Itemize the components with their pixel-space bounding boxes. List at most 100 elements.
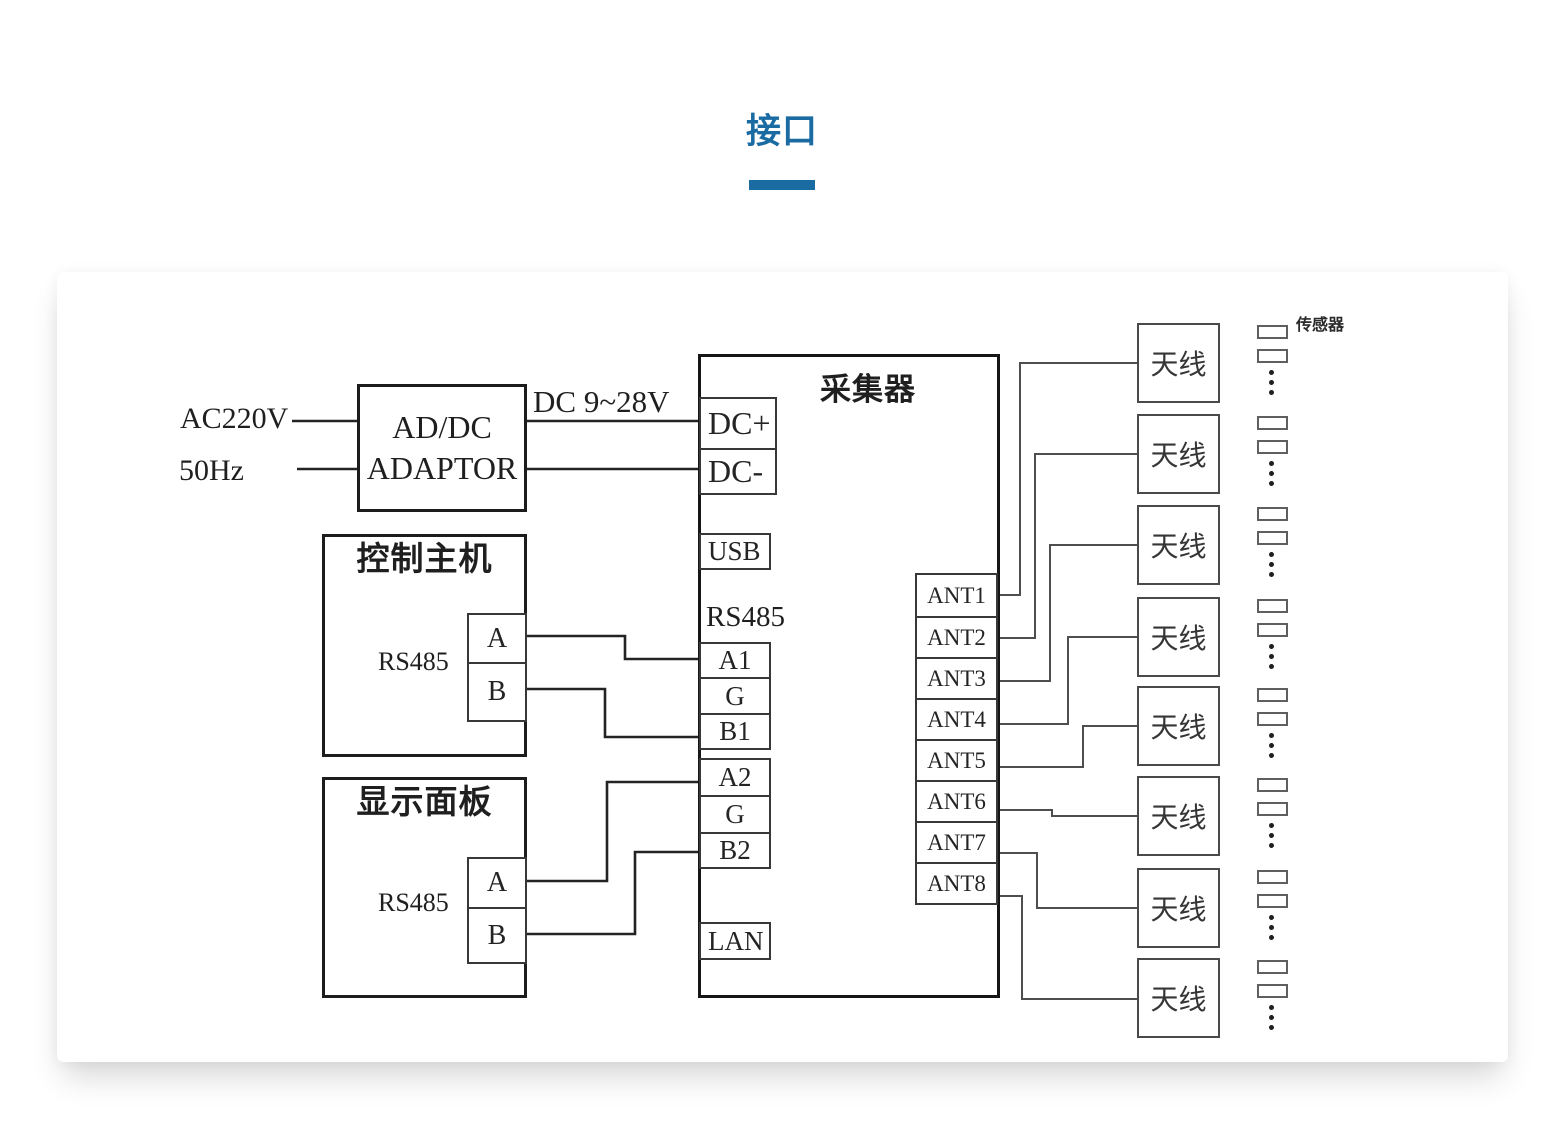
antenna-box: 天线: [1137, 597, 1220, 677]
sensor-ellipsis-dot: [1269, 925, 1274, 930]
sensor-ellipsis: [1269, 461, 1274, 487]
display-panel-rs485-label: RS485: [378, 888, 449, 917]
rs485-port-group2-cell: B2: [699, 832, 771, 869]
sensor-rect: [1257, 325, 1288, 339]
rs485-port-group2-cell: A2: [699, 758, 771, 797]
sensor-ellipsis-dot: [1269, 644, 1274, 649]
diagram-card: [57, 272, 1508, 1062]
ant-port-column-cell: ANT4: [915, 698, 998, 741]
sensor-ellipsis-dot: [1269, 1025, 1274, 1030]
ant-port-column-cell: ANT5: [915, 739, 998, 782]
sensor-rect: [1257, 416, 1288, 430]
rs485-port-group2-cell: G: [699, 795, 771, 834]
ant-port-column-cell: ANT1: [915, 573, 998, 618]
sensor-ellipsis-dot: [1269, 915, 1274, 920]
title-underline: [749, 180, 815, 190]
sensor-ellipsis-dot: [1269, 471, 1274, 476]
ac-voltage-label: AC220V: [180, 402, 289, 435]
sensor-rect: [1257, 440, 1288, 454]
sensor-ellipsis-dot: [1269, 733, 1274, 738]
antenna-label: 天线: [1150, 803, 1207, 834]
antenna-label: 天线: [1150, 532, 1207, 563]
dc-port-group: DC+DC-: [699, 397, 777, 495]
sensor-rect: [1257, 984, 1288, 998]
rs485-port-group1-cell: G: [699, 677, 771, 715]
sensor-rect: [1257, 349, 1288, 363]
ant-port-column-cell: ANT7: [915, 821, 998, 864]
antenna-label: 天线: [1150, 895, 1207, 926]
lan-port: LAN: [699, 922, 771, 960]
ant-port-column-cell: ANT3: [915, 657, 998, 700]
frequency-label: 50Hz: [179, 454, 244, 487]
sensor-rect: [1257, 599, 1288, 613]
antenna-label: 天线: [1150, 350, 1207, 381]
collector-title: 采集器: [820, 372, 916, 407]
dc-port-group-cell: DC+: [699, 397, 777, 450]
sensor-ellipsis-dot: [1269, 390, 1274, 395]
sensor-ellipsis: [1269, 644, 1274, 670]
rs485-port-group1-cell: B1: [699, 713, 771, 750]
sensor-ellipsis: [1269, 1005, 1274, 1031]
control-host-ab-ports-cell: A: [467, 613, 527, 664]
rs485-port-group1-cell: A1: [699, 642, 771, 679]
sensor-rect: [1257, 960, 1288, 974]
sensor-rect: [1257, 712, 1288, 726]
sensor-ellipsis-dot: [1269, 664, 1274, 669]
sensor-label: 传感器: [1296, 317, 1345, 334]
sensor-ellipsis-dot: [1269, 833, 1274, 838]
antenna-box: 天线: [1137, 686, 1220, 766]
antenna-label: 天线: [1150, 985, 1207, 1016]
sensor-ellipsis-dot: [1269, 370, 1274, 375]
sensor-ellipsis-dot: [1269, 654, 1274, 659]
sensor-ellipsis-dot: [1269, 562, 1274, 567]
antenna-box: 天线: [1137, 323, 1220, 403]
control-host-ab-ports-cell: B: [467, 662, 527, 722]
sensor-rect: [1257, 778, 1288, 792]
sensor-ellipsis-dot: [1269, 743, 1274, 748]
antenna-box: 天线: [1137, 776, 1220, 856]
dc-port-group-cell: DC-: [699, 448, 777, 495]
sensor-ellipsis-dot: [1269, 935, 1274, 940]
sensor-rect: [1257, 531, 1288, 545]
sensor-ellipsis: [1269, 915, 1274, 941]
display-panel-ab-ports-cell: A: [467, 857, 527, 909]
sensor-rect: [1257, 802, 1288, 816]
display-panel-ab-ports-cell: B: [467, 907, 527, 964]
sensor-ellipsis-dot: [1269, 823, 1274, 828]
sensor-ellipsis-dot: [1269, 481, 1274, 486]
sensor-rect: [1257, 688, 1288, 702]
display-panel-title: 显示面板: [356, 785, 493, 821]
sensor-ellipsis-dot: [1269, 552, 1274, 557]
sensor-ellipsis-dot: [1269, 380, 1274, 385]
sensor-ellipsis-dot: [1269, 1005, 1274, 1010]
sensor-ellipsis: [1269, 733, 1274, 759]
adaptor-box: AD/DC ADAPTOR: [357, 384, 527, 512]
sensor-rect: [1257, 507, 1288, 521]
antenna-box: 天线: [1137, 505, 1220, 585]
sensor-ellipsis-dot: [1269, 461, 1274, 466]
adaptor-label-line2: ADAPTOR: [366, 450, 518, 486]
collector-rs485-label: RS485: [706, 601, 785, 633]
ant-port-column-cell: ANT8: [915, 862, 998, 905]
usb-port: USB: [699, 533, 771, 570]
antenna-label: 天线: [1150, 713, 1207, 744]
antenna-box: 天线: [1137, 958, 1220, 1038]
sensor-ellipsis: [1269, 823, 1274, 849]
ant-port-column-cell: ANT2: [915, 616, 998, 659]
sensor-rect: [1257, 894, 1288, 908]
antenna-box: 天线: [1137, 868, 1220, 948]
control-host-title: 控制主机: [356, 542, 493, 578]
adaptor-label-line1: AD/DC: [392, 409, 492, 446]
control-host-rs485-label: RS485: [378, 647, 449, 676]
dc-range-label: DC 9~28V: [533, 384, 670, 419]
antenna-box: 天线: [1137, 414, 1220, 494]
antenna-label: 天线: [1150, 624, 1207, 655]
antenna-label: 天线: [1150, 441, 1207, 472]
sensor-ellipsis-dot: [1269, 753, 1274, 758]
sensor-rect: [1257, 623, 1288, 637]
